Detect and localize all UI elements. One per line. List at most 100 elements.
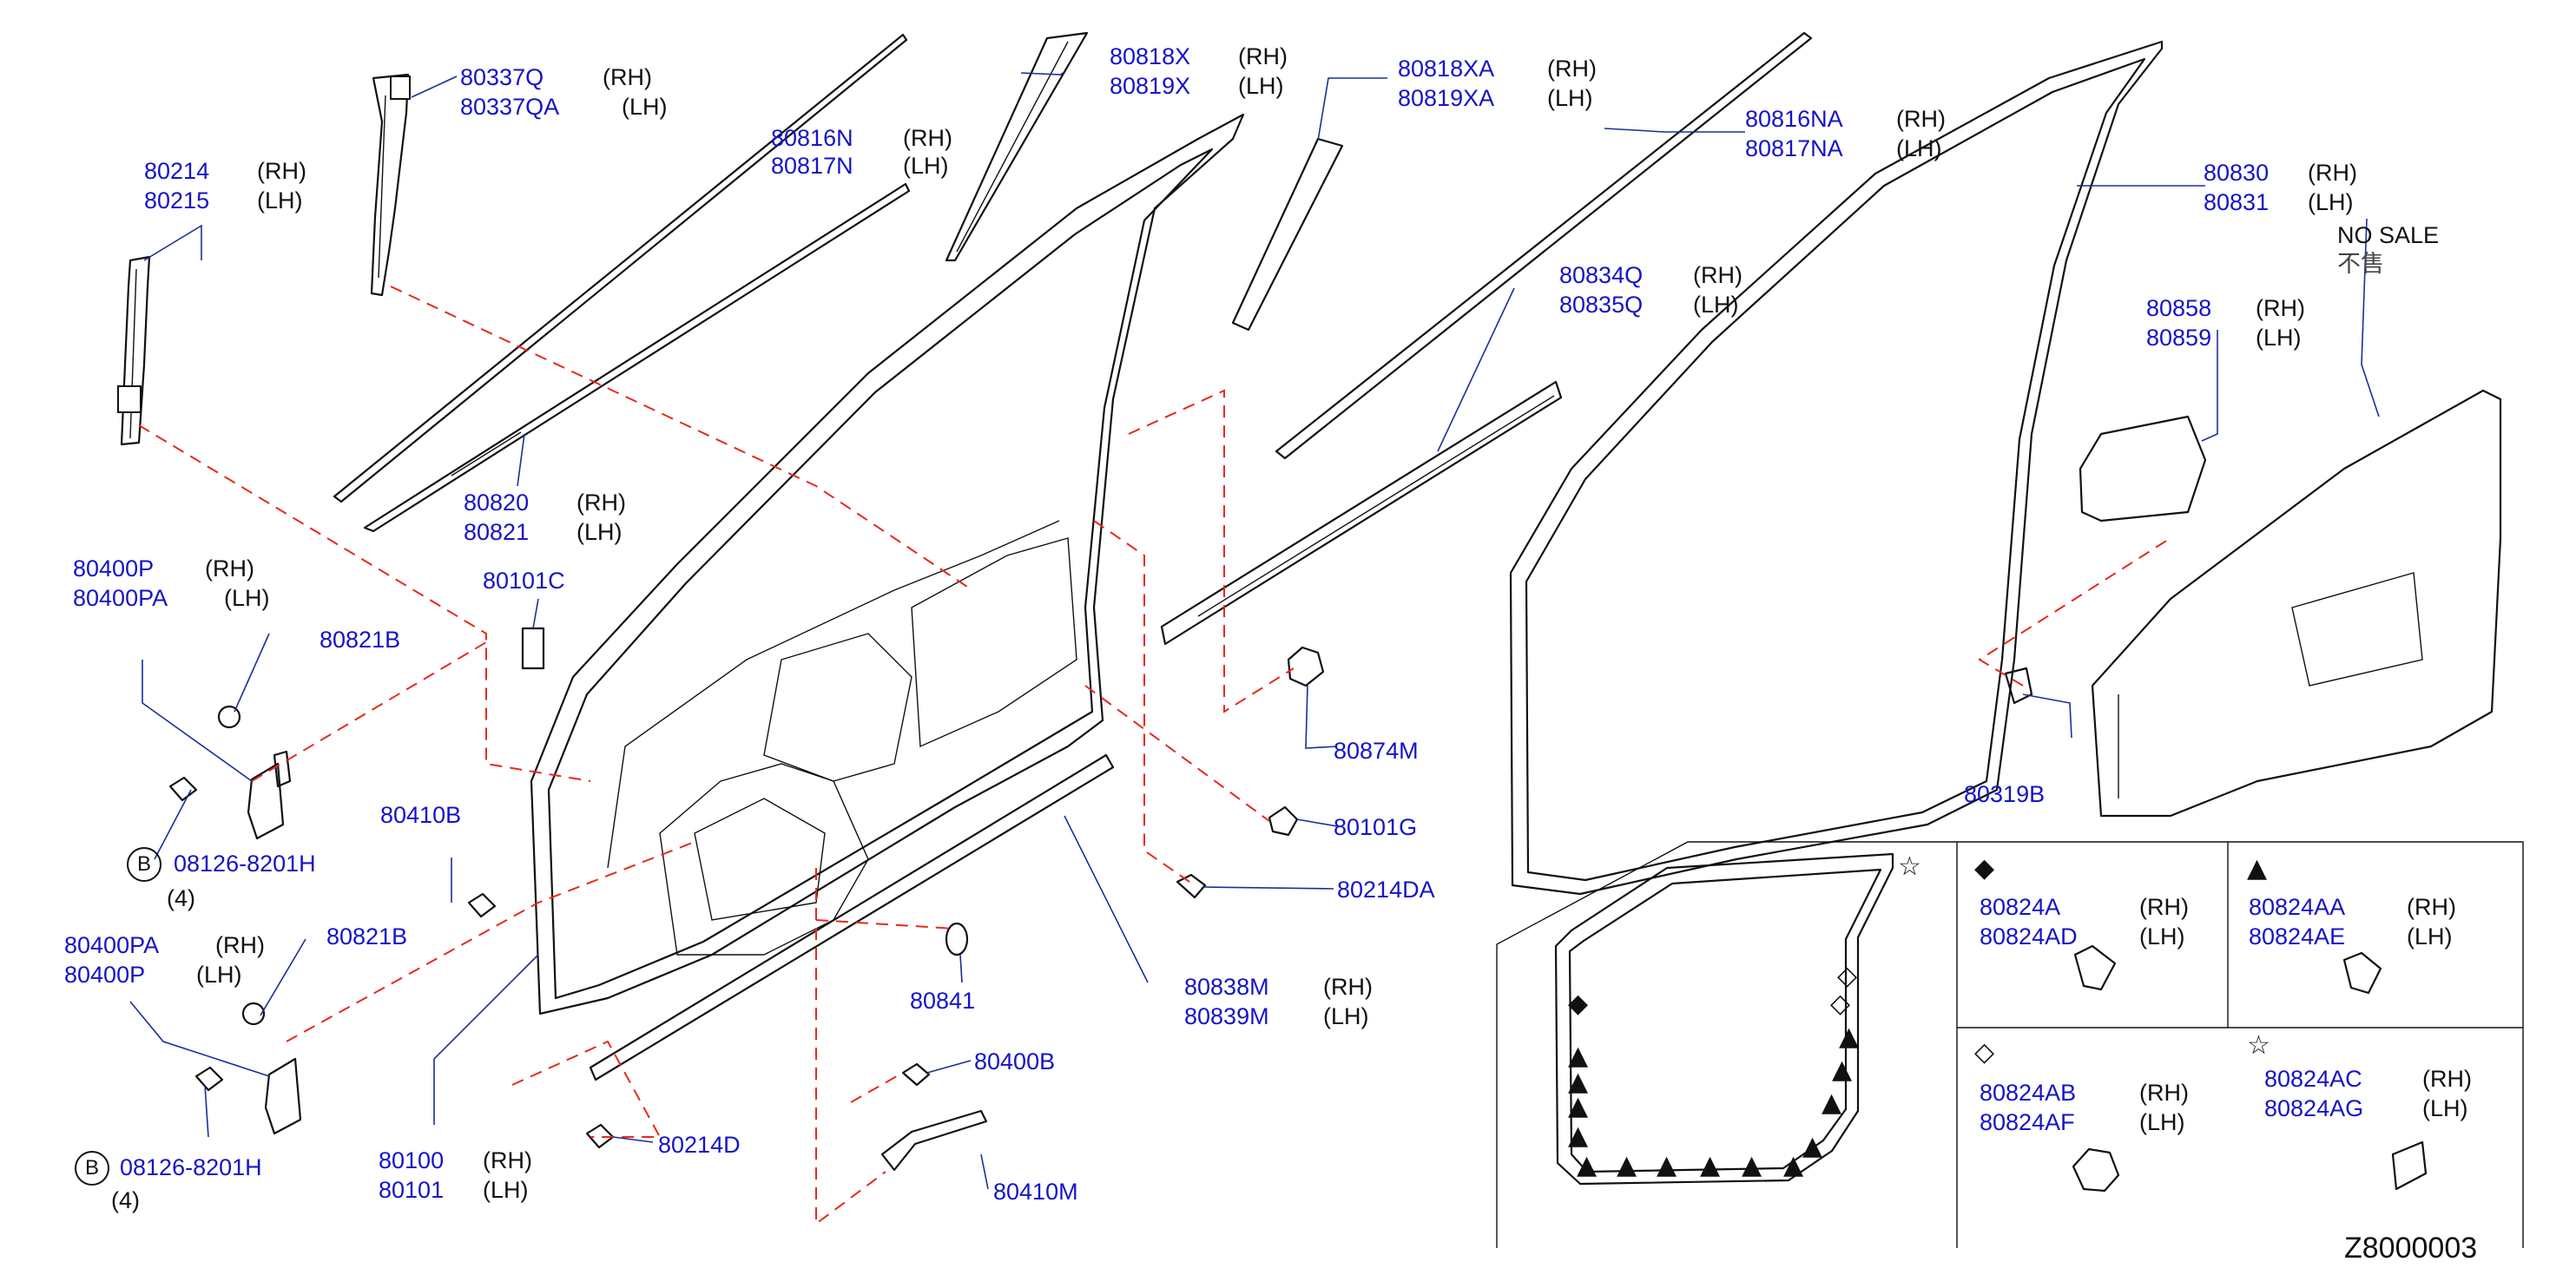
part-80819XA[interactable]: 80819XA xyxy=(1398,85,1495,111)
part-80400PA-upper[interactable]: 80400PA xyxy=(73,585,168,611)
part-80214[interactable]: 80214 xyxy=(144,158,210,184)
open-star-symbol-seal: ☆ xyxy=(1898,851,1921,882)
triangle-symbol-seal-12: ▲ xyxy=(1822,1088,1842,1118)
part-80874M[interactable]: 80874M xyxy=(1334,738,1419,764)
side-rh: (RH) xyxy=(1693,262,1743,288)
clip-detail-inset xyxy=(1496,841,2524,1248)
part-80824AE[interactable]: 80824AE xyxy=(2249,923,2346,950)
belt-molding-80834Q xyxy=(1160,380,1563,646)
part-80400PA-lower[interactable]: 80400PA xyxy=(64,932,160,958)
quantity-lower: (4) xyxy=(111,1187,140,1213)
side-rh: (RH) xyxy=(576,490,626,516)
molding-80838M xyxy=(589,753,1115,1081)
part-80834Q[interactable]: 80834Q xyxy=(1559,262,1644,288)
glass-run-channel-80337Q xyxy=(370,73,411,297)
module-80858 xyxy=(2079,415,2207,522)
part-80841[interactable]: 80841 xyxy=(910,988,976,1014)
part-80819X[interactable]: 80819X xyxy=(1110,73,1191,99)
side-rh: (RH) xyxy=(1238,43,1288,69)
part-08126-8201H-lower[interactable]: 08126-8201H xyxy=(120,1154,262,1180)
triangle-symbol-seal-3: ▲ xyxy=(1568,1091,1589,1121)
part-80858[interactable]: 80858 xyxy=(2146,295,2212,321)
part-80816NA[interactable]: 80816NA xyxy=(1745,106,1843,132)
part-80101G[interactable]: 80101G xyxy=(1334,814,1418,840)
part-80410M[interactable]: 80410M xyxy=(993,1179,1078,1205)
door-weatherstrip-80830 xyxy=(1509,40,2164,896)
part-80830[interactable]: 80830 xyxy=(2204,160,2270,186)
grommet-80874M xyxy=(1287,646,1325,687)
part-80821B-upper[interactable]: 80821B xyxy=(320,627,401,653)
part-80215[interactable]: 80215 xyxy=(144,187,210,214)
side-rh: (RH) xyxy=(1323,974,1373,1000)
side-rh: (RH) xyxy=(2256,295,2305,321)
bolt-80400B xyxy=(901,1062,931,1087)
triangle-symbol-seal-8: ▲ xyxy=(1700,1150,1721,1180)
lower-hinge-80400PA xyxy=(194,1002,302,1135)
side-lh: (LH) xyxy=(2308,189,2354,215)
side-rh: (RH) xyxy=(603,64,652,90)
triangle-symbol-seal-10: ▲ xyxy=(1783,1150,1804,1180)
triangle-symbol-seal-4: ▲ xyxy=(1568,1120,1589,1151)
part-80831[interactable]: 80831 xyxy=(2204,189,2270,215)
part-80818X[interactable]: 80818X xyxy=(1110,43,1191,69)
side-rh: (RH) xyxy=(2139,1080,2189,1106)
side-rh: (RH) xyxy=(215,932,265,958)
side-lh: (LH) xyxy=(1693,292,1739,318)
part-80214D[interactable]: 80214D xyxy=(658,1132,741,1158)
part-80821[interactable]: 80821 xyxy=(464,519,530,545)
assembly-dashed-lines xyxy=(138,286,2171,1226)
part-80859[interactable]: 80859 xyxy=(2146,325,2212,351)
part-80100[interactable]: 80100 xyxy=(379,1147,445,1173)
part-80838M[interactable]: 80838M xyxy=(1184,974,1269,1000)
part-80835Q[interactable]: 80835Q xyxy=(1559,292,1644,318)
triangle-symbol-seal-1: ▲ xyxy=(1568,1041,1589,1071)
part-80400P-lower[interactable]: 80400P xyxy=(64,962,146,988)
part-80816N[interactable]: 80816N xyxy=(771,125,853,151)
triangle-symbol-seal-11: ▲ xyxy=(1802,1131,1823,1161)
triangle-symbol-seal-9: ▲ xyxy=(1742,1150,1762,1180)
open-diamond-symbol-seal-2: ◇ xyxy=(1830,989,1851,1019)
part-80820[interactable]: 80820 xyxy=(464,490,530,516)
side-rh: (RH) xyxy=(2139,894,2189,920)
part-80824AC[interactable]: 80824AC xyxy=(2264,1066,2362,1092)
part-80101[interactable]: 80101 xyxy=(379,1177,445,1203)
part-80319B[interactable]: 80319B xyxy=(1964,781,2046,807)
part-80824AF[interactable]: 80824AF xyxy=(1980,1109,2075,1135)
part-80817NA[interactable]: 80817NA xyxy=(1745,135,1843,161)
side-lh: (LH) xyxy=(196,962,242,988)
pillar-cover-80818XA xyxy=(1231,137,1344,332)
side-lh: (LH) xyxy=(2422,1095,2468,1121)
side-lh: (LH) xyxy=(576,519,623,545)
part-80839M[interactable]: 80839M xyxy=(1184,1003,1269,1029)
part-80337Q[interactable]: 80337Q xyxy=(460,64,544,90)
part-80824AG[interactable]: 80824AG xyxy=(2264,1095,2364,1121)
side-lh: (LH) xyxy=(224,585,270,611)
plug-80841 xyxy=(945,922,969,956)
part-80818XA[interactable]: 80818XA xyxy=(1398,56,1495,82)
part-80821B-lower[interactable]: 80821B xyxy=(326,923,408,950)
part-80337QA[interactable]: 80337QA xyxy=(460,94,560,120)
side-lh: (LH) xyxy=(2139,923,2185,950)
pad-80101C xyxy=(521,627,545,670)
part-80817N[interactable]: 80817N xyxy=(771,153,853,179)
triangle-symbol-seal-2: ▲ xyxy=(1568,1067,1589,1097)
side-lh: (LH) xyxy=(1323,1003,1369,1029)
callout-b-upper: B xyxy=(127,847,161,882)
no-sale-label: NO SALE xyxy=(2337,222,2440,248)
part-80824A[interactable]: 80824A xyxy=(1980,894,2061,920)
part-08126-8201H-upper[interactable]: 08126-8201H xyxy=(174,851,316,877)
part-80400P-upper[interactable]: 80400P xyxy=(73,555,155,582)
part-80101C[interactable]: 80101C xyxy=(483,568,565,594)
part-80824AA[interactable]: 80824AA xyxy=(2249,894,2346,920)
bolt-80214DA xyxy=(1176,873,1207,899)
part-80410B[interactable]: 80410B xyxy=(380,802,462,828)
part-80214DA[interactable]: 80214DA xyxy=(1337,877,1435,903)
part-80400B[interactable]: 80400B xyxy=(974,1048,1056,1074)
roof-molding-80816NA xyxy=(1275,31,1813,460)
side-rh: (RH) xyxy=(483,1147,532,1173)
side-lh: (LH) xyxy=(622,94,668,120)
part-80824AD[interactable]: 80824AD xyxy=(1980,923,2078,950)
door-trim-panel xyxy=(2091,389,2502,818)
part-80824AB[interactable]: 80824AB xyxy=(1980,1080,2077,1106)
